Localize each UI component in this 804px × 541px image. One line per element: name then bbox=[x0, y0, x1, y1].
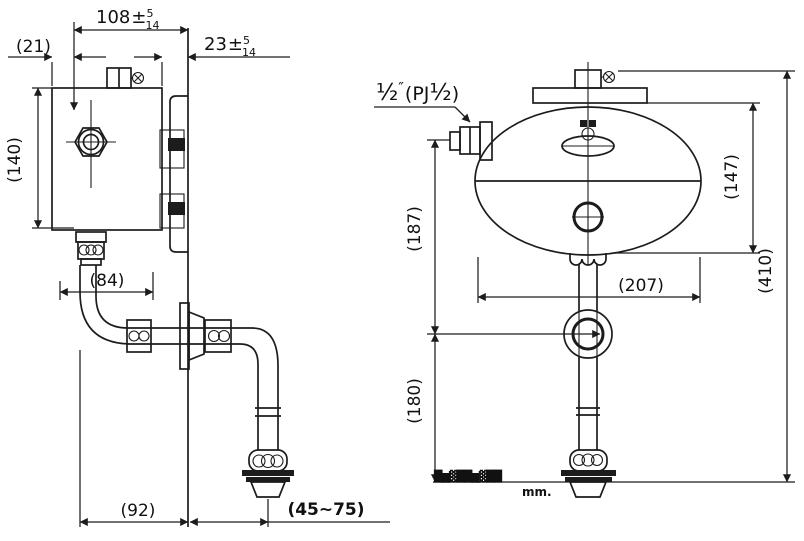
top-screw-icon-front bbox=[601, 70, 616, 84]
spud-assembly-front bbox=[561, 449, 616, 498]
dim-410-label: (410) bbox=[756, 248, 776, 294]
top-screw-icon bbox=[131, 71, 145, 85]
unit-label: mm. bbox=[522, 485, 552, 499]
dim-187-label: (187) bbox=[405, 206, 425, 252]
dim-45-75-label: (45~75) bbox=[287, 500, 364, 520]
dim-140-label: (140) bbox=[5, 137, 25, 183]
dim-92-label: (92) bbox=[121, 501, 156, 521]
inlet-hex-fitting bbox=[66, 100, 116, 188]
vent-slot bbox=[589, 120, 596, 127]
vent-slot bbox=[580, 120, 587, 127]
inlet-size-label: ½″(PJ½) bbox=[376, 79, 459, 106]
drop-pipe bbox=[239, 327, 281, 450]
right-front-view bbox=[449, 62, 702, 498]
push-button bbox=[572, 201, 604, 233]
dim-147-label: (147) bbox=[722, 154, 742, 200]
dim-21-label: (21) bbox=[16, 37, 51, 57]
outlet-coupling-nut bbox=[75, 231, 107, 266]
dim-207-label: (207) bbox=[618, 276, 664, 296]
sensor-window bbox=[561, 135, 615, 157]
plate-clip-upper bbox=[159, 129, 185, 169]
right-view-dimensions bbox=[374, 70, 795, 483]
illegible-product-code: █▆▓██▆▓██ bbox=[433, 469, 503, 483]
spud-assembly-left bbox=[242, 449, 294, 498]
dim-84-label: (84) bbox=[90, 271, 125, 291]
window-screw bbox=[581, 127, 595, 141]
valve-box-outline bbox=[51, 87, 163, 231]
wall-escutcheon-side bbox=[179, 302, 232, 370]
inlet-fitting-front bbox=[449, 121, 493, 161]
plate-clip-lower bbox=[159, 193, 185, 229]
mounting-plate bbox=[169, 95, 188, 253]
left-view-dimensions bbox=[8, 22, 390, 527]
dim-180-label: (180) bbox=[405, 378, 425, 424]
left-side-view bbox=[51, 28, 294, 527]
outlet-scallop bbox=[569, 253, 607, 266]
top-cap bbox=[532, 87, 648, 104]
